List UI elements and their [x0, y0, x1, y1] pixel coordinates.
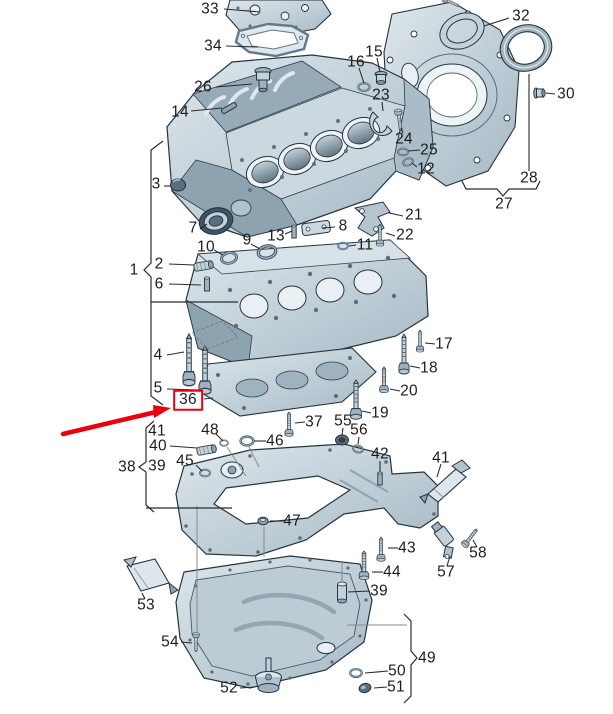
part-label-4[interactable]: 4 [153, 346, 163, 364]
part-label-42[interactable]: 42 [371, 445, 389, 463]
sealant-tube-right [419, 459, 471, 505]
part-label-1[interactable]: 1 [129, 261, 139, 279]
part-label-50[interactable]: 50 [388, 662, 406, 680]
part-label-21[interactable]: 21 [405, 206, 423, 224]
part-label-9[interactable]: 9 [242, 231, 252, 249]
sensor-57 [430, 521, 454, 559]
part-label-56[interactable]: 56 [350, 421, 368, 439]
part-label-6[interactable]: 6 [154, 275, 164, 293]
small-parts-drawing [123, 67, 546, 694]
part-label-43[interactable]: 43 [398, 539, 416, 557]
part-label-24[interactable]: 24 [395, 130, 413, 148]
part-label-18[interactable]: 18 [420, 359, 438, 377]
part-label-51[interactable]: 51 [387, 678, 405, 696]
part-label-39-bottom[interactable]: 39 [370, 582, 388, 600]
part-label-17[interactable]: 17 [435, 335, 453, 353]
part-label-30[interactable]: 30 [557, 85, 575, 103]
part-label-41-right[interactable]: 41 [432, 449, 450, 467]
part-label-11[interactable]: 11 [356, 236, 374, 254]
part-label-34[interactable]: 34 [204, 37, 222, 55]
part-label-23[interactable]: 23 [372, 86, 390, 104]
part-label-58[interactable]: 58 [469, 544, 487, 562]
lower-oil-pan-drawing [175, 555, 373, 689]
part-label-57[interactable]: 57 [437, 563, 455, 581]
part-label-10[interactable]: 10 [197, 238, 215, 256]
part-label-8[interactable]: 8 [338, 217, 348, 235]
part-label-33[interactable]: 33 [201, 0, 219, 18]
part-label-12[interactable]: 12 [417, 160, 435, 178]
part-label-19[interactable]: 19 [371, 404, 389, 422]
lower-crankcase-drawing [185, 239, 429, 369]
group-brackets [137, 140, 541, 704]
drain-funnel-52 [255, 657, 282, 693]
crankshaft-seal-ring-drawing [499, 24, 553, 72]
part-label-36[interactable]: 36 [173, 389, 203, 411]
part-label-22[interactable]: 22 [396, 226, 414, 244]
upper-oil-pan-drawing [175, 443, 439, 557]
part-label-37[interactable]: 37 [305, 413, 323, 431]
rear-sealing-flange-drawing [383, 0, 520, 187]
part-label-49[interactable]: 49 [418, 649, 436, 667]
part-label-16[interactable]: 16 [347, 53, 365, 71]
cover-gasket-drawing [234, 22, 310, 58]
sealant-tube-left [123, 556, 179, 595]
thin-reference-lines [196, 444, 407, 632]
part-label-52[interactable]: 52 [220, 679, 238, 697]
part-label-3[interactable]: 3 [151, 175, 161, 193]
cylinder-block-drawing [166, 54, 434, 238]
part-label-2[interactable]: 2 [154, 255, 164, 273]
highlight-arrow-shaft [60, 409, 159, 437]
part-label-7[interactable]: 7 [188, 219, 198, 237]
part-label-15[interactable]: 15 [365, 43, 383, 61]
highlight-arrow-head [153, 405, 171, 418]
part-label-40[interactable]: 40 [149, 437, 167, 455]
part-label-53[interactable]: 53 [137, 596, 155, 614]
part-label-41-left[interactable]: 41 [148, 422, 166, 440]
part-label-39-left[interactable]: 39 [148, 457, 166, 475]
part-label-27[interactable]: 27 [495, 195, 513, 213]
part-label-25[interactable]: 25 [420, 141, 438, 159]
leader-lines [141, 8, 556, 689]
seal-flange-gasket-drawing [439, 12, 485, 50]
part-label-14[interactable]: 14 [171, 103, 189, 121]
highlight-arrow [60, 405, 171, 437]
part-label-55[interactable]: 55 [334, 412, 352, 430]
part-label-47[interactable]: 47 [283, 512, 301, 530]
part-label-5[interactable]: 5 [153, 379, 163, 397]
part-label-45[interactable]: 45 [176, 452, 194, 470]
part-label-46[interactable]: 46 [266, 432, 284, 450]
part-label-20[interactable]: 20 [400, 382, 418, 400]
part-label-26[interactable]: 26 [194, 78, 212, 96]
part-label-44[interactable]: 44 [383, 563, 401, 581]
part-label-48[interactable]: 48 [201, 421, 219, 439]
part-label-38[interactable]: 38 [118, 458, 136, 476]
part-label-32[interactable]: 32 [512, 7, 530, 25]
part-label-13[interactable]: 13 [267, 227, 285, 245]
part-label-28[interactable]: 28 [520, 169, 538, 187]
part-label-54[interactable]: 54 [161, 633, 179, 651]
